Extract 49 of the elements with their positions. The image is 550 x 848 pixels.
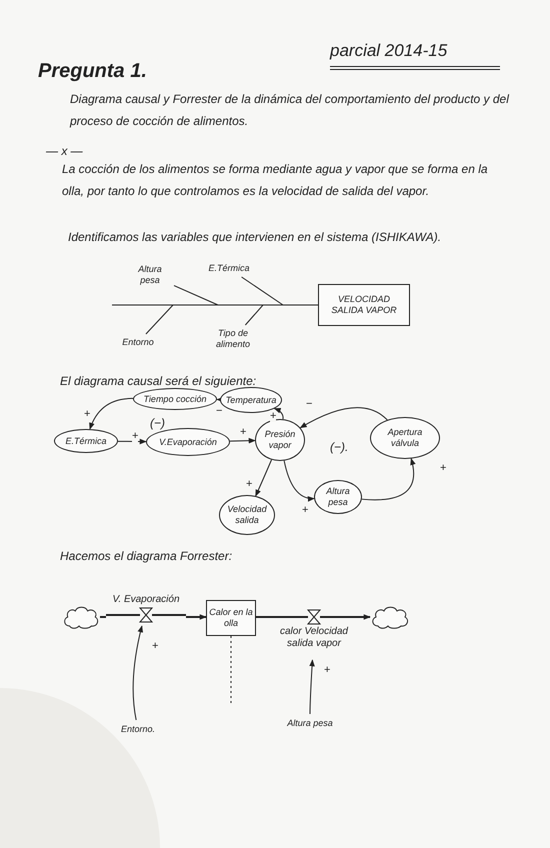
effect-box: VELOCIDAD SALIDA VAPOR [318, 284, 410, 326]
edge-label: + [132, 430, 138, 442]
variable-ellipse: E.Térmica [54, 429, 118, 453]
cause-label: Altura pesa [280, 716, 340, 730]
exam-label: parcial 2014-15 [330, 38, 500, 70]
variable-ellipse: V.Evaporación [146, 428, 230, 456]
separator-text: — x — [46, 143, 84, 160]
fishbone-line [174, 285, 218, 306]
edge-label: + [270, 410, 276, 422]
answer-paragraph: Identificamos las variables que intervienen en el sistema (ISHIKAWA). [68, 229, 442, 246]
flow-pipe [256, 616, 278, 618]
arrow [309, 659, 315, 714]
fishbone-line [145, 304, 174, 334]
cause-label: Tipo de alimento [206, 327, 260, 351]
arrow [229, 438, 256, 444]
arrow [89, 398, 134, 430]
fishbone-line [244, 304, 264, 326]
arrow [284, 460, 315, 502]
flow-pipe [350, 614, 371, 620]
arrow [255, 459, 272, 497]
variable-ellipse: Altura pesa [314, 480, 362, 514]
variable-ellipse: Apertura válvula [370, 417, 440, 459]
flow-label: calor Velocidad salida vapor [278, 626, 350, 650]
fishbone-line [241, 276, 284, 306]
question-text: Diagrama causal y Forrester de la dinámica del comportamiento del producto y del proceso de cocción de alimentos. [70, 91, 510, 130]
flow-label: V. Evaporación [112, 594, 180, 606]
loop-label: (−). [330, 439, 350, 456]
variable-ellipse: Velocidad salida [219, 495, 275, 535]
flow-pipe [100, 616, 106, 618]
arrow [300, 407, 388, 428]
variable-ellipse: Temperatura [220, 387, 282, 413]
arrow [361, 458, 416, 500]
arrow [118, 438, 147, 444]
fishbone-spine [112, 304, 318, 306]
cause-label: Entorno. [114, 722, 162, 736]
stock-box: Calor en la olla [206, 600, 256, 636]
cause-label: E.Térmica [203, 262, 255, 275]
question-heading: Pregunta 1. [38, 59, 147, 84]
arrow [132, 625, 144, 720]
cause-label: Entorno [116, 336, 160, 349]
answer-paragraph: La cocción de los alimentos se forma mediante agua y vapor que se forma en la olla, por tanto lo que controlamos es la velocidad de salida del vapor. [62, 161, 489, 200]
cause-label: Altura pesa [128, 263, 172, 287]
section-heading: El diagrama causal será el siguiente: [60, 373, 258, 390]
dashed-line [230, 636, 232, 706]
section-heading: Hacemos el diagrama Forrester: [60, 548, 234, 565]
flow-pipe [186, 614, 207, 620]
variable-ellipse: Presión vapor [255, 419, 305, 461]
arrow [274, 408, 284, 420]
variable-ellipse: Tiempo cocción [133, 388, 217, 410]
